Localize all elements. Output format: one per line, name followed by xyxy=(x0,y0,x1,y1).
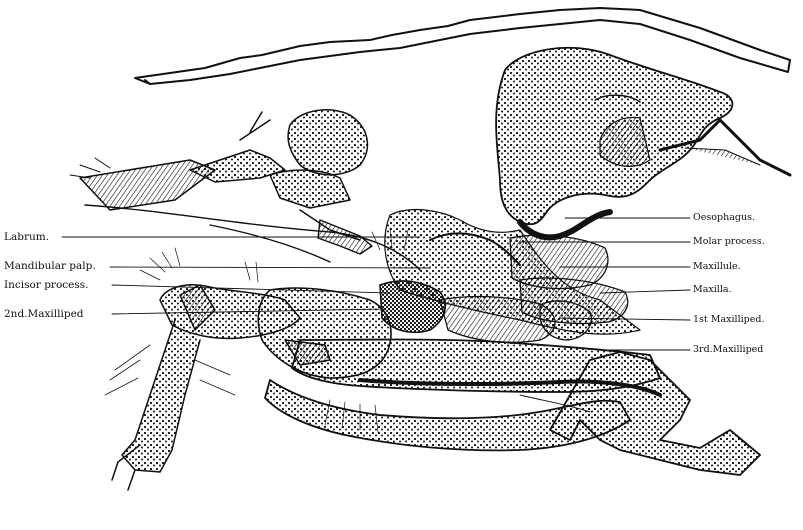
third-maxilliped-shape xyxy=(265,340,760,476)
label-first-maxilliped: 1st Maxilliped. xyxy=(693,314,764,326)
leader-mandibular-palp xyxy=(110,267,430,268)
label-maxillule: Maxillule. xyxy=(693,261,741,273)
stomach xyxy=(496,48,790,225)
label-third-maxilliped: 3rd.Maxilliped xyxy=(693,344,763,356)
mandibular-palp xyxy=(85,205,420,270)
label-mandibular-palp: Mandibular palp. xyxy=(4,260,96,272)
label-second-maxilliped: 2nd.Maxilliped xyxy=(4,308,84,320)
label-maxilla: Maxilla. xyxy=(693,284,732,296)
carapace xyxy=(135,8,790,84)
leader-incisor-process xyxy=(112,285,390,293)
label-labrum: Labrum. xyxy=(4,231,49,243)
label-molar-process: Molar process. xyxy=(693,236,765,248)
label-oesophagus: Oesophagus. xyxy=(693,212,755,224)
label-incisor-process: Incisor process. xyxy=(4,279,89,291)
